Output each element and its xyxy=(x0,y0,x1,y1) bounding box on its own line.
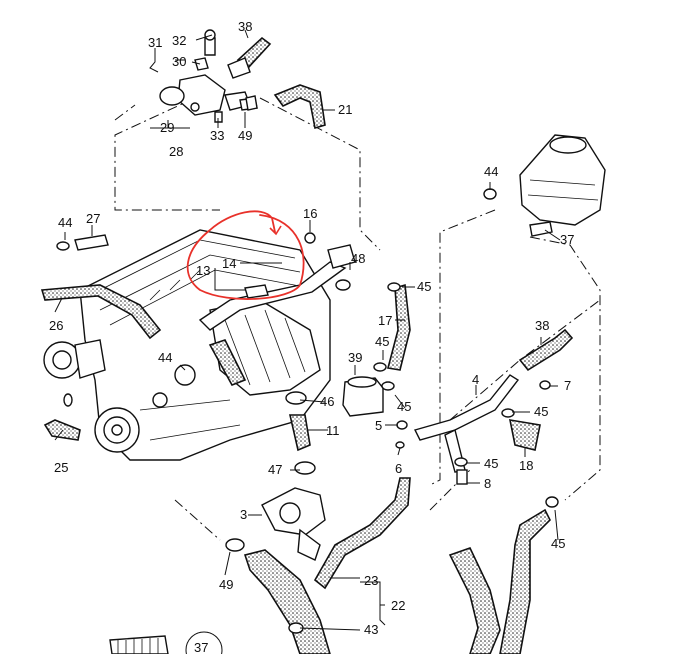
label-13: 13 xyxy=(196,263,210,278)
label-45-f: 45 xyxy=(551,536,565,551)
label-4: 4 xyxy=(472,372,479,387)
label-38-top: 38 xyxy=(238,19,252,34)
label-45-c: 45 xyxy=(397,399,411,414)
label-37-right: 37 xyxy=(560,232,574,247)
red-annotation-tick xyxy=(269,225,282,236)
alternator-part xyxy=(43,339,106,379)
label-44-mid: 44 xyxy=(158,350,172,365)
label-11: 11 xyxy=(326,423,340,438)
water-pump xyxy=(261,487,326,561)
label-45-d: 45 xyxy=(534,404,548,419)
label-25: 25 xyxy=(54,460,68,475)
label-26: 26 xyxy=(49,318,63,333)
label-37-bottom: 37 xyxy=(194,640,208,654)
label-22: 22 xyxy=(391,598,405,613)
label-48: 48 xyxy=(351,251,365,266)
reservoir-39 xyxy=(342,376,384,417)
label-3: 3 xyxy=(240,507,247,522)
label-16: 16 xyxy=(303,206,317,221)
label-17: 17 xyxy=(378,313,392,328)
label-49-top: 49 xyxy=(238,128,252,143)
label-29: 29 xyxy=(160,120,174,135)
hose-clamps xyxy=(56,95,559,634)
label-45-e: 45 xyxy=(484,456,498,471)
thermostat-housing xyxy=(159,29,258,123)
label-30: 30 xyxy=(172,54,186,69)
radiator-partial xyxy=(109,631,223,654)
label-46: 46 xyxy=(320,394,334,409)
expansion-tank xyxy=(519,134,606,237)
callout-labels: 31 32 38 30 21 29 33 49 28 44 16 44 27 3… xyxy=(49,19,574,654)
red-annotation-circle xyxy=(186,210,305,300)
label-27: 27 xyxy=(86,211,100,226)
label-33: 33 xyxy=(210,128,224,143)
label-6: 6 xyxy=(395,461,402,476)
leader-lines xyxy=(54,29,561,631)
label-32: 32 xyxy=(172,33,186,48)
label-47: 47 xyxy=(268,462,282,477)
coolant-pipe-right xyxy=(413,374,520,473)
label-28: 28 xyxy=(169,144,183,159)
coolant-pipe xyxy=(198,232,356,331)
label-39: 39 xyxy=(348,350,362,365)
label-7: 7 xyxy=(564,378,571,393)
label-45-b: 45 xyxy=(375,334,389,349)
label-21: 21 xyxy=(338,102,352,117)
label-44-left: 44 xyxy=(58,215,72,230)
label-38-right: 38 xyxy=(535,318,549,333)
label-44-right: 44 xyxy=(484,164,498,179)
label-45-a: 45 xyxy=(417,279,431,294)
label-14: 14 xyxy=(222,256,236,271)
label-23: 23 xyxy=(364,573,378,588)
label-49-bottom: 49 xyxy=(219,577,233,592)
label-8: 8 xyxy=(484,476,491,491)
label-31: 31 xyxy=(148,35,162,50)
label-43: 43 xyxy=(364,622,378,637)
label-5: 5 xyxy=(375,418,382,433)
label-18: 18 xyxy=(519,458,533,473)
